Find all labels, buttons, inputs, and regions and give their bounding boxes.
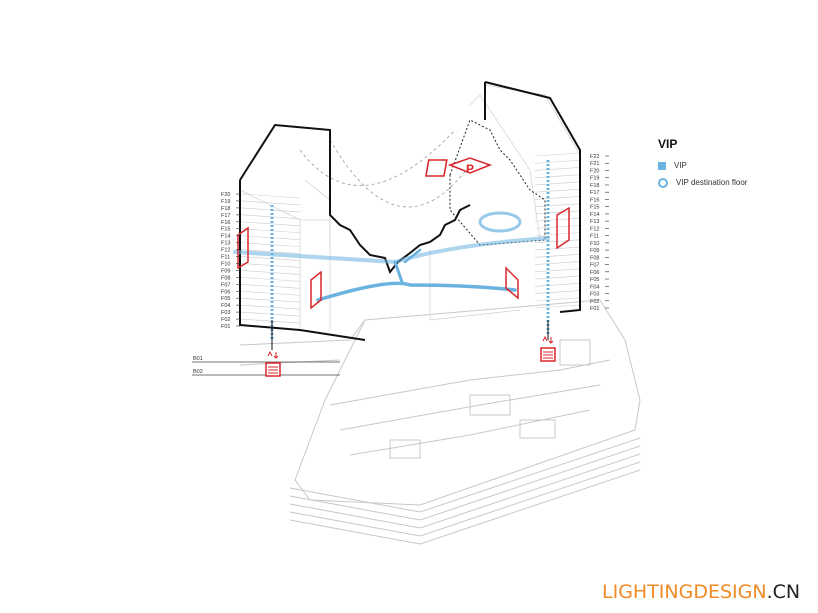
vip-swatch-icon [658,161,666,170]
floor-label: F22 [590,154,599,160]
floor-label: F10 [590,241,599,247]
floor-slab [534,282,581,287]
floor-slab [534,159,581,164]
floor-slab [534,275,581,280]
floor-slab [240,270,301,275]
legend-item-vip: VIP [658,157,798,174]
floor-label: F19 [221,199,230,205]
floor-slab [534,152,581,157]
lift-icon [540,335,556,362]
floor-label: F01 [590,306,599,312]
legend-item-destination: VIP destination floor [658,174,798,191]
floor-label: F08 [221,275,230,281]
floor-label: F17 [590,190,599,196]
floor-label: F13 [590,219,599,225]
floor-slab [534,246,581,251]
floor-label: F20 [590,168,599,174]
floor-label: F01 [221,324,230,330]
floor-label: F09 [221,268,230,274]
floor-label: F15 [221,227,230,233]
site-podium [239,299,641,545]
floor-label: F19 [590,176,599,182]
floor-label: F15 [590,205,599,211]
floor-label: F12 [590,226,599,232]
floor-label: F02 [590,299,599,305]
floor-label: F18 [221,206,230,212]
vip-lift-shafts [270,160,550,350]
floor-label: F17 [221,213,230,219]
floor-label: F09 [590,248,599,254]
legend-title: VIP [658,137,678,151]
floor-label: F12 [221,248,230,254]
basement-label: B02 [193,369,203,375]
floor-label: F07 [221,282,230,288]
parking-letter: P [466,162,474,176]
floor-label: F13 [221,241,230,247]
floor-label: F14 [221,234,230,240]
left-tower-floor-labels: F20F19F18F17F16F15F14F13F12F11F10F09F08F… [221,192,240,330]
right-tower-floor-labels: F22F21F20F19F18F17F16F15F14F13F12F11F10F… [590,154,609,312]
floor-slab [240,304,301,310]
floor-slab [534,188,581,193]
floor-label: F05 [590,277,599,283]
watermark-ext: .CN [766,581,801,603]
floor-slab [534,181,581,186]
watermark-main: LIGHTINGDESIGN [602,581,767,603]
vip-destination-ring [478,211,522,233]
floor-slab [534,196,581,200]
floor-label: F03 [221,310,230,316]
parking-sign-icon: P [425,157,493,177]
floor-label: F18 [590,183,599,189]
floor-label: F05 [221,296,230,302]
destination-ring-icon [658,177,668,188]
entrance-sign-icon [237,206,570,310]
floor-slab [534,304,581,309]
floor-slab [534,210,581,215]
legend-label: VIP destination floor [676,178,748,187]
floor-slab [240,277,301,282]
stepped-cut [449,119,546,246]
floor-slab [534,261,581,265]
floor-slab [240,242,301,247]
right-tower-floor-slabs [534,152,581,309]
floor-slab [534,203,581,207]
floor-slab [240,200,301,206]
floor-label: F11 [590,234,599,240]
basement-label: B01 [193,356,203,362]
floor-label: F14 [590,212,599,218]
floor-slab [534,290,581,294]
floor-label: F03 [590,292,599,298]
floor-label: F06 [590,270,599,276]
floor-label: F04 [590,284,599,290]
legend-label: VIP [674,161,687,170]
floor-slab [534,254,581,258]
floor-label: F10 [221,261,230,267]
floor-label: F16 [590,197,599,203]
dashed-arcs [299,129,471,208]
floor-slab [534,174,581,179]
floor-slab [240,214,301,220]
floor-slab [240,221,301,227]
watermark: LIGHTINGDESIGN.CN [602,581,800,603]
floor-label: F16 [221,220,230,226]
floor-label: F06 [221,289,230,295]
floor-slab [534,167,581,171]
floor-slab [240,193,301,199]
floor-label: F07 [590,263,599,269]
floor-slab [240,249,301,254]
legend: VIP VIP VIP destination floor [658,137,798,191]
floor-slab [240,297,301,303]
floor-label: F04 [221,303,230,309]
floor-slab [534,268,581,273]
lift-icon [265,350,281,377]
floor-label: F21 [590,161,599,167]
vip-routes [233,236,550,302]
floor-label: F20 [221,192,230,198]
floor-label: F11 [221,255,230,261]
floor-label: F08 [590,255,599,261]
floor-slab [534,297,581,302]
floor-label: F02 [221,317,230,323]
